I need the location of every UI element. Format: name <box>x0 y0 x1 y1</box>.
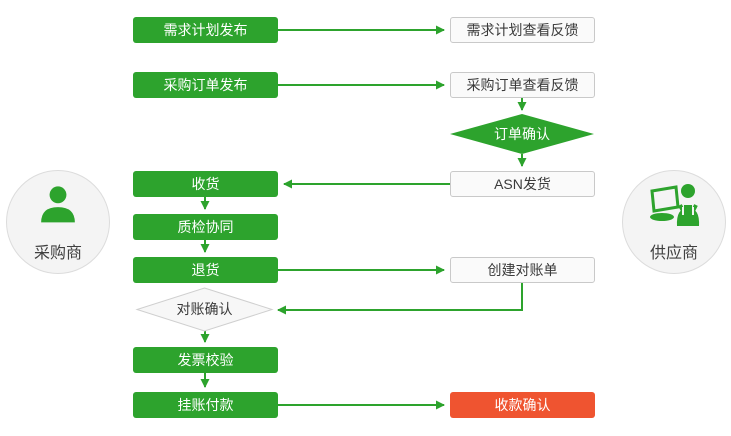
edge-statement-to-reconciliation <box>277 283 523 315</box>
node-account-payment: 挂账付款 <box>133 392 278 418</box>
supplier-label: 供应商 <box>649 245 698 262</box>
buyer-avatar-icon <box>7 181 109 232</box>
node-payment-confirm: 收款确认 <box>450 392 595 418</box>
node-create-statement: 创建对账单 <box>450 257 595 283</box>
reconciliation-diamond-shape <box>135 287 274 332</box>
node-order-confirm: 订单确认 <box>494 126 550 142</box>
node-purchase-order-feedback: 采购订单查看反馈 <box>450 72 595 98</box>
buyer-label: 采购商 <box>33 245 82 262</box>
supplier-avatar-icon <box>623 181 725 232</box>
node-reconciliation-confirm: 对账确认 <box>176 301 233 317</box>
node-invoice-verification: 发票校验 <box>133 347 278 373</box>
node-demand-plan-publish: 需求计划发布 <box>133 17 278 43</box>
order-confirm-diamond-shape <box>450 114 594 154</box>
supplier-actor: 供应商 <box>622 170 726 274</box>
node-return-goods: 退货 <box>133 257 278 283</box>
node-demand-plan-feedback: 需求计划查看反馈 <box>450 17 595 43</box>
node-quality-inspection: 质检协同 <box>133 214 278 240</box>
node-purchase-order-publish: 采购订单发布 <box>133 72 278 98</box>
node-asn-shipment: ASN发货 <box>450 171 595 197</box>
node-receive-goods: 收货 <box>133 171 278 197</box>
buyer-actor: 采购商 <box>6 170 110 274</box>
